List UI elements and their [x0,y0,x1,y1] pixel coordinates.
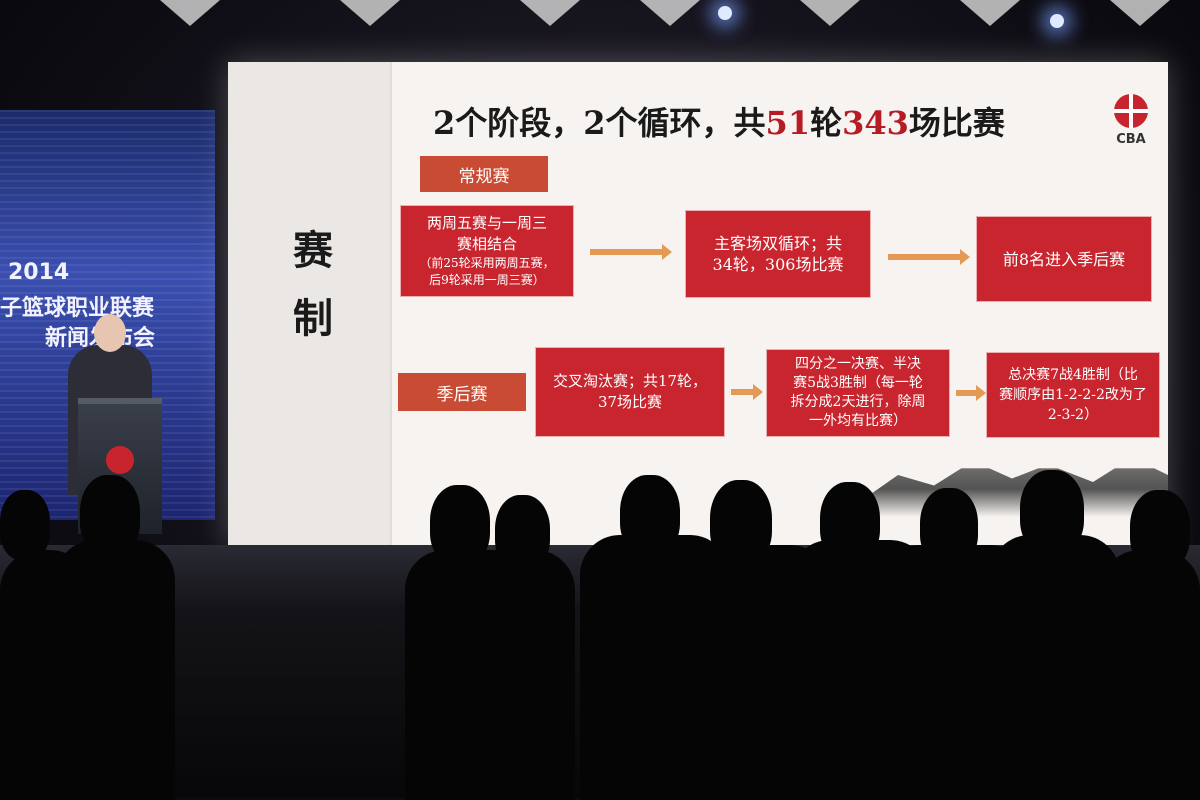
side-screen-year: 2014 [8,260,70,285]
cba-logo: CBA [1108,94,1154,152]
arrow-right-icon [590,244,672,260]
title-suffix: 场比赛 [908,104,1005,142]
regular-box1-line2: 赛相结合 [456,235,517,253]
regular-season-box-2: 主客场双循环；共 34轮，306场比赛 [685,210,871,298]
slide-title: 2个阶段，2个循环，共51轮343场比赛 [433,98,1005,144]
playoffs-box3-line1: 总决赛7战4胜制（比 [1008,367,1138,383]
basketball-icon [1114,94,1148,128]
title-prefix: 2个阶段，2个循环，共 [433,104,766,142]
playoffs-box3-line2: 赛顺序由1-2-2-2改为了 [999,387,1147,403]
regular-season-tag: 常规赛 [420,156,548,192]
arrow-right-icon [888,249,970,265]
vertical-title: 赛 制 [283,217,343,353]
playoffs-box2-line2: 赛5战3胜制（每一轮 [793,375,923,391]
playoffs-box2-line3: 拆分成2天进行，除周 [790,394,926,410]
playoffs-box-2: 四分之一决赛、半决 赛5战3胜制（每一轮 拆分成2天进行，除周 一外均有比赛） [766,349,950,437]
playoffs-box1-line2: 37场比赛 [597,393,663,411]
arrow-right-icon [956,385,986,401]
spotlight [718,6,732,20]
playoffs-box2-line4: 一外均有比赛） [809,413,907,429]
title-mid: 轮 [810,104,843,142]
regular-season-box-1: 两周五赛与一周三 赛相结合 （前25轮采用两周五赛， 后9轮采用一周三赛） [400,205,574,297]
regular-box1-line1: 两周五赛与一周三 [426,214,547,232]
regular-box1-note2: 后9轮采用一周三赛） [429,273,545,287]
slide-left-panel: 赛 制 [228,62,392,545]
playoffs-box1-line1: 交叉淘汰赛；共17轮， [552,372,708,390]
playoffs-box-3: 总决赛7战4胜制（比 赛顺序由1-2-2-2改为了 2-3-2） [986,352,1160,438]
regular-box3-text: 前8名进入季后赛 [1002,249,1126,269]
title-rounds-number: 51 [765,104,811,142]
vertical-title-char-1: 赛 [293,227,333,274]
cba-logo-text: CBA [1116,132,1146,147]
regular-season-box-3: 前8名进入季后赛 [976,216,1152,302]
podium-logo-icon [106,446,134,474]
title-games-number: 343 [842,104,909,142]
arrow-right-icon [731,384,763,400]
spotlight [1050,14,1064,28]
regular-box1-note1: （前25轮采用两周五赛， [419,256,555,270]
playoffs-box-1: 交叉淘汰赛；共17轮， 37场比赛 [535,347,725,437]
playoffs-tag: 季后赛 [398,373,526,411]
audience-silhouettes [0,470,1200,800]
playoffs-box2-line1: 四分之一决赛、半决 [795,356,921,372]
regular-box2-line2: 34轮，306场比赛 [712,255,844,274]
speaker-head [94,314,126,352]
projection-screen: 赛 制 2个阶段，2个循环，共51轮343场比赛 CBA 常规赛 两周五赛与一周… [228,62,1168,545]
regular-box2-line1: 主客场双循环；共 [713,234,842,253]
vertical-title-char-2: 制 [293,295,333,342]
side-screen-line1: 子篮球职业联赛 [0,296,155,321]
playoffs-box3-line3: 2-3-2） [1047,407,1099,423]
